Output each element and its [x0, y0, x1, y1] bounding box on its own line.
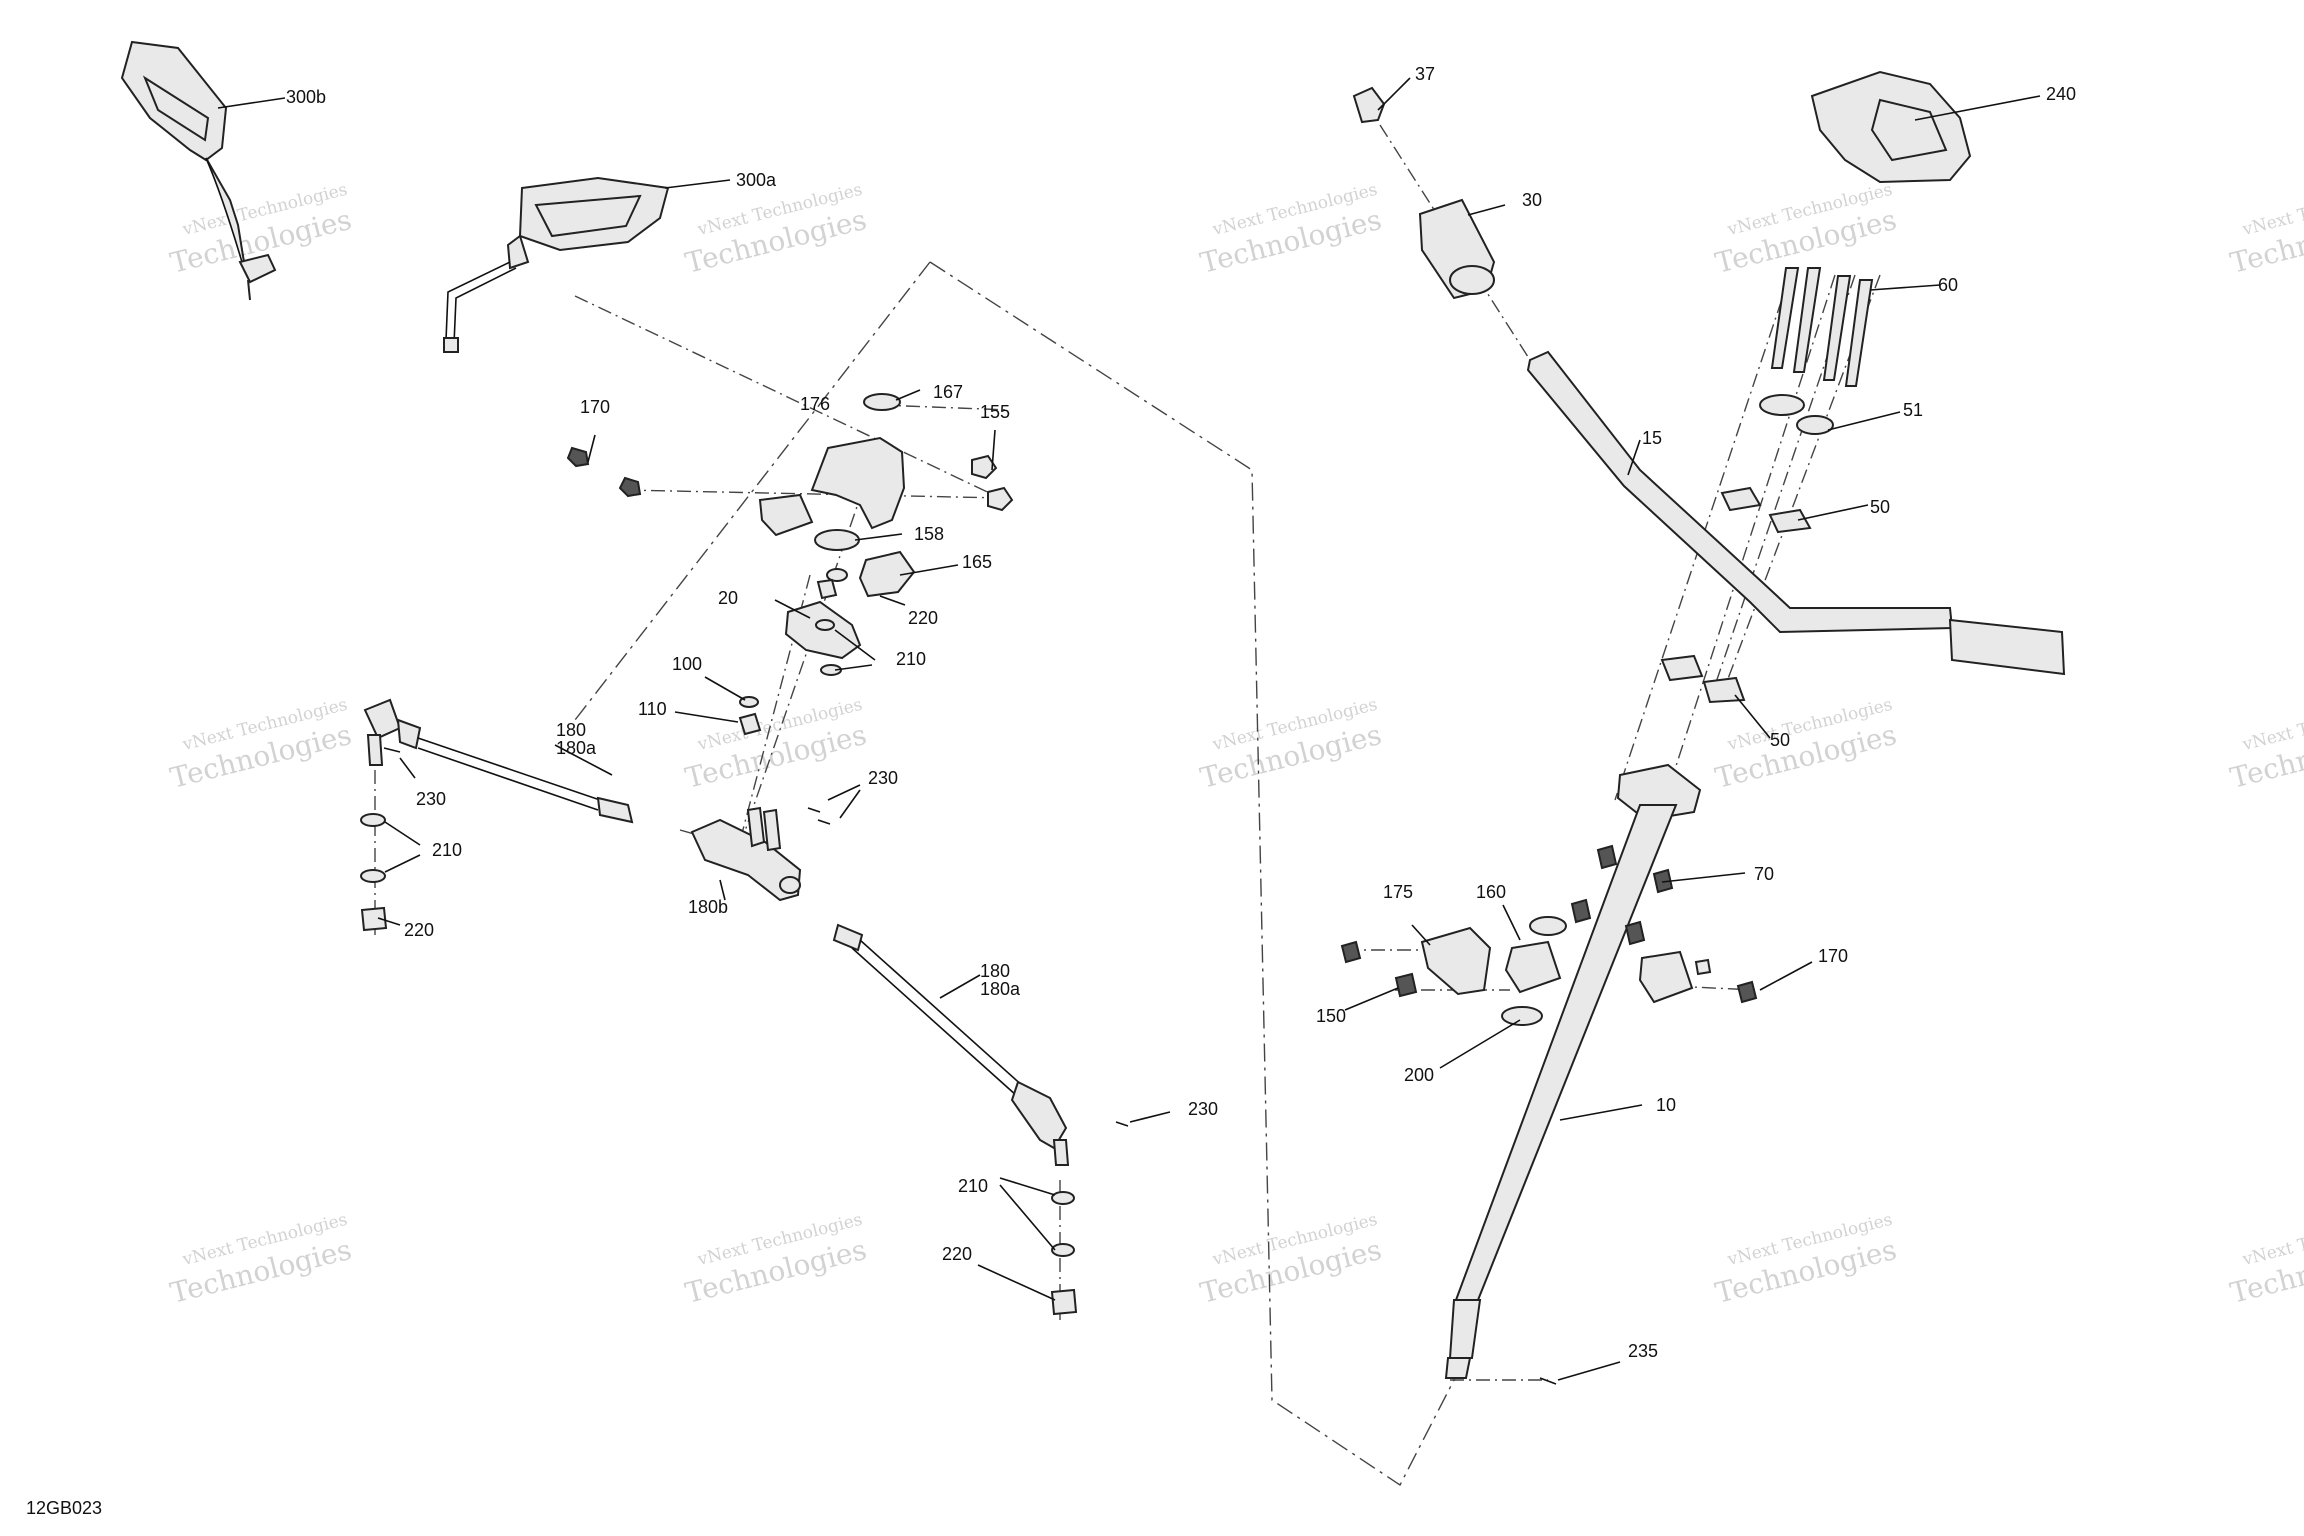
watermarks: vNext Technologies Technologies vNext Te…	[167, 180, 2304, 1310]
watermark-6: vNext Technologies Technologies	[167, 695, 355, 795]
watermark-15: vNext Technologies Technologies	[2227, 1210, 2304, 1310]
tie-rod-left[interactable]	[360, 698, 634, 932]
leader-lines	[217, 77, 2041, 1381]
callout-180-left: 180	[556, 720, 586, 740]
watermark-5: vNext Technologies Technologies	[2227, 180, 2304, 280]
callout-160: 160	[1476, 882, 1506, 902]
callout-220-left: 220	[404, 920, 434, 940]
callout-230-right: 230	[1188, 1099, 1218, 1119]
callout-175: 175	[1383, 882, 1413, 902]
callout-20: 20	[718, 588, 738, 608]
callout-51: 51	[1903, 400, 1923, 420]
clamp-bolts-60[interactable]	[1770, 267, 1874, 387]
callout-170-left: 170	[580, 397, 610, 417]
callout-60: 60	[1938, 275, 1958, 295]
callout-170-right: 170	[1818, 946, 1848, 966]
callout-220-upper: 220	[908, 608, 938, 628]
watermark-13: vNext Technologies Technologies	[1197, 1210, 1385, 1310]
callout-180b: 180b	[688, 897, 728, 917]
watermark-9: vNext Technologies Technologies	[1712, 695, 1900, 795]
callout-50-upper: 50	[1870, 497, 1890, 517]
callout-220-right: 220	[942, 1244, 972, 1264]
diagram-reference-code: 12GB023	[26, 1498, 102, 1518]
mirror-right[interactable]	[443, 176, 670, 353]
callout-110: 110	[638, 699, 667, 719]
tie-rod-right[interactable]	[832, 923, 1078, 1316]
callout-210-left: 210	[432, 840, 462, 860]
callout-165: 165	[962, 552, 992, 572]
callout-158: 158	[914, 524, 944, 544]
watermark-2: vNext Technologies Technologies	[682, 180, 870, 280]
watermark-10: vNext Technologies Technologies	[2227, 695, 2304, 795]
watermark-4: vNext Technologies Technologies	[1712, 180, 1900, 280]
column-bearing-group[interactable]	[1340, 844, 1758, 1026]
callout-30: 30	[1522, 190, 1542, 210]
callout-210-upper: 210	[896, 649, 926, 669]
callout-70: 70	[1754, 864, 1774, 884]
watermark-3: vNext Technologies Technologies	[1197, 180, 1385, 280]
callout-37: 37	[1415, 64, 1435, 84]
callout-235: 235	[1628, 1341, 1658, 1361]
upper-support-group[interactable]	[566, 393, 1014, 736]
callout-labels: 300b 300a 170 176 167 155 158 165 220 20…	[286, 64, 2076, 1361]
handlebar-15[interactable]	[1526, 350, 2066, 676]
callout-200: 200	[1404, 1065, 1434, 1085]
mirror-left[interactable]	[120, 40, 277, 301]
callout-240: 240	[2046, 84, 2076, 104]
callout-50-lower: 50	[1770, 730, 1790, 750]
callout-180-right: 180	[980, 961, 1010, 981]
steering-column-10[interactable]	[1444, 763, 1702, 1379]
handlebar-cover-240[interactable]	[1810, 70, 1972, 184]
callout-150: 150	[1316, 1006, 1346, 1026]
callout-167: 167	[933, 382, 963, 402]
assembly-axes	[374, 124, 1881, 1381]
callout-180a-left: 180a	[556, 738, 597, 758]
watermark-12: vNext Technologies Technologies	[682, 1210, 870, 1310]
clamps-50-51[interactable]	[1660, 394, 1834, 704]
callout-300b: 300b	[286, 87, 326, 107]
steering-arm-180b[interactable]	[690, 806, 802, 902]
watermark-8: vNext Technologies Technologies	[1197, 695, 1385, 795]
callout-10: 10	[1656, 1095, 1676, 1115]
callout-155: 155	[980, 402, 1010, 422]
bar-end-37[interactable]	[1352, 86, 1386, 124]
callout-180a-right: 180a	[980, 979, 1021, 999]
watermark-11: vNext Technologies Technologies	[167, 1210, 355, 1310]
steering-group-frame	[574, 261, 1456, 1487]
callout-230-left: 230	[416, 789, 446, 809]
callout-15: 15	[1642, 428, 1662, 448]
cotter-pins	[383, 747, 1557, 1385]
callout-300a: 300a	[736, 170, 777, 190]
callout-100: 100	[672, 654, 702, 674]
callout-210-right: 210	[958, 1176, 988, 1196]
callout-230-center: 230	[868, 768, 898, 788]
watermark-14: vNext Technologies Technologies	[1712, 1210, 1900, 1310]
grip-30[interactable]	[1418, 198, 1496, 300]
callout-176: 176	[800, 394, 830, 414]
